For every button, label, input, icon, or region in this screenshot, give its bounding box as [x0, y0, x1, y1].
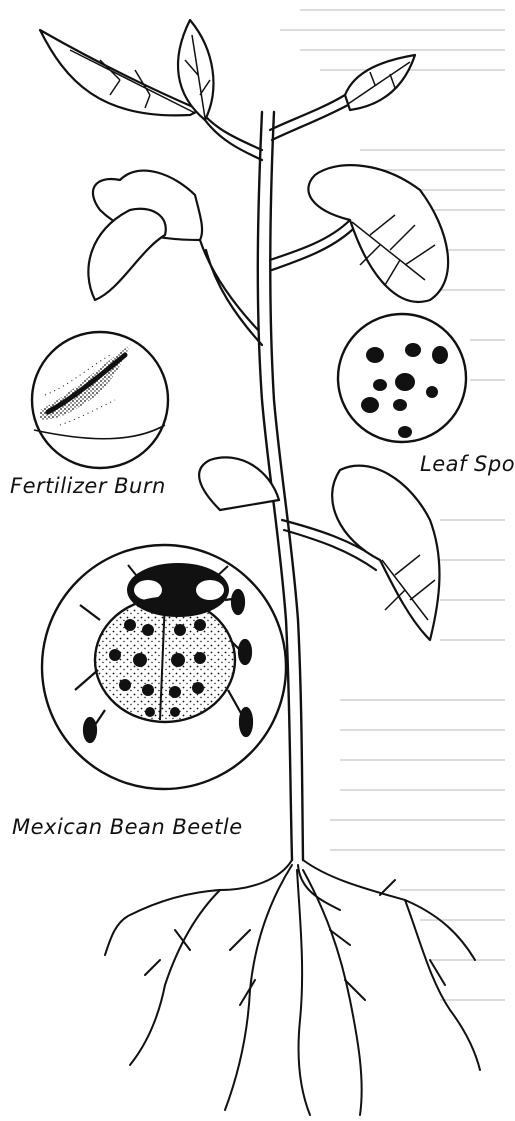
leaf-curled-left — [88, 209, 165, 300]
leaf-spot-label: Leaf Spot — [420, 452, 515, 476]
fertilizer-burn-inset — [32, 332, 168, 468]
leaf-spot-inset — [338, 314, 466, 442]
leaf-upper-right — [308, 165, 448, 302]
roots — [105, 860, 480, 1115]
leaf-mid-left — [199, 457, 279, 510]
mexican-bean-beetle-label: Mexican Bean Beetle — [12, 815, 243, 839]
fertilizer-burn-label: Fertilizer Burn — [10, 474, 166, 498]
mexican-bean-beetle-inset — [42, 545, 286, 789]
